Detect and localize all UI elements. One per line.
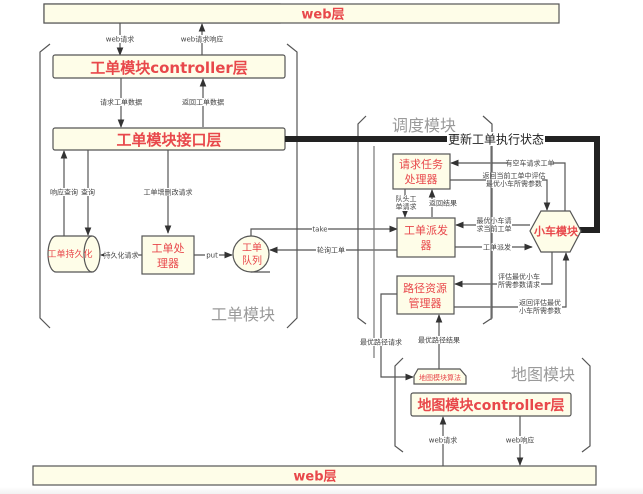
edge-label-map-web-response: web响应 [506,436,534,445]
task-request-handler-label-line2: 处理器 [405,173,438,186]
edge-label-query: 查询 [81,188,95,197]
workorder-queue-node: 工单 队列 [232,235,270,273]
edge-label-idle-vehicle-request: 有空车请求工单 [506,159,555,168]
map-module-bracket: 地图模块 [394,357,591,453]
scheduler-module-label: 调度模块 [392,116,456,135]
edge-best-path-request [380,293,414,381]
map-algorithm-node: 地图模块算法 [413,368,467,385]
edge-label-best-vehicle-request-line1: 最优小车请 [477,216,512,225]
path-resource-manager-label-line1: 路径资源 [403,281,447,295]
map-algorithm-label: 地图模块算法 [419,373,461,382]
edge-label-return-eval-line2: 小车所需参数 [519,306,561,315]
edge-label-persistence-request: 持久化请求 [104,251,139,260]
edge-label-map-web-request: web请求 [429,436,457,445]
edge-label-best-path-result: 最优路径结果 [418,336,460,345]
edge-label-queue-head-request-line1: 队头工 [396,194,417,203]
path-resource-manager-label-line2: 管理器 [409,296,442,310]
edge-take [250,225,398,236]
edge-label-response-query: 响应查询 [50,188,78,197]
map-module-label: 地图模块 [511,365,575,384]
edge-label-put: put [206,252,218,260]
edge-label-return-result: 返回结果 [429,199,457,208]
edge-label-poll-workorder: 轮询工单 [317,246,345,255]
edge-label-return-workorder-data: 返回工单数据 [182,98,224,107]
edge-label-return-eval-line1: 返回评估最优 [519,298,561,307]
workorder-controller-label: 工单模块controller层 [90,59,248,77]
bottom-fade [0,487,643,494]
workorder-persistence-node: 工单持久化 [47,235,101,273]
web-layer-top: web层 [43,3,560,24]
workorder-interface-node: 工单模块接口层 [52,127,286,151]
map-controller-label: 地图模块controller层 [417,397,564,414]
edge-return-eval-params [450,179,551,211]
web-layer-bottom: web层 [32,465,597,486]
path-resource-manager-node: 路径资源 管理器 [396,275,455,315]
web-layer-top-box [43,3,560,24]
workorder-processor-label-line2: 理器 [157,257,179,270]
workorder-processor-label-line1: 工单处 [152,242,185,255]
edge-label-web-response: web请求响应 [181,35,223,44]
edge-label-take: take [312,226,327,234]
workorder-module-label: 工单模块 [211,305,275,324]
edge-label-workorder-crud-request: 工单增删改请求 [144,188,193,197]
workorder-module-bracket: 工单模块 [39,43,298,329]
workorder-processor-node: 工单处 理器 [141,235,195,275]
web-layer-top-label: web层 [301,8,344,23]
workorder-persistence-label: 工单持久化 [47,248,92,260]
web-layer-bottom-box [32,465,597,486]
workorder-dispatcher-label-line1: 工单派发 [404,223,448,237]
workorder-dispatcher-node: 工单派发 器 [396,217,456,258]
edge-update-status [285,136,600,233]
edge-label-request-workorder-data: 请求工单数据 [100,98,142,107]
edge-label-eval-params-request-line1: 评估最优小车 [498,272,540,281]
edge-label-dispatch: 工单派发 [483,243,511,252]
task-request-handler-node: 请求任务 处理器 [392,153,451,190]
workorder-interface-label: 工单模块接口层 [116,131,221,149]
workorder-controller-node: 工单模块controller层 [52,54,286,79]
edge-label-web-request: web请求 [106,35,134,44]
edge-label-best-path-request: 最优路径请求 [360,338,402,347]
workorder-dispatcher-label-line2: 器 [421,239,432,252]
vehicle-module-label: 小车模块 [533,224,579,238]
vehicle-module-node: 小车模块 [529,210,582,253]
edge-label-queue-head-request-line2: 单请求 [396,202,417,211]
map-controller-node: 地图模块controller层 [410,392,572,417]
task-request-handler-label-line1: 请求任务 [399,158,443,171]
edge-label-return-eval-params-line2: 最优小车所需参数 [486,179,542,188]
workorder-queue-label-line1: 工单 [242,242,262,254]
edge-label-update-status: 更新工单执行状态 [448,132,544,147]
edge-label-return-eval-params-line1: 返回当前工单中评估 [483,171,546,180]
workorder-queue-label-line2: 队列 [242,254,262,267]
edge-label-eval-params-request-line2: 所需参数请求 [498,280,540,289]
edge-eval-params-request [454,252,553,288]
edge-idle-vehicle-request [450,159,566,211]
edge-label-best-vehicle-request-line2: 求当前工单 [477,224,512,233]
web-layer-bottom-label: web层 [293,470,336,485]
